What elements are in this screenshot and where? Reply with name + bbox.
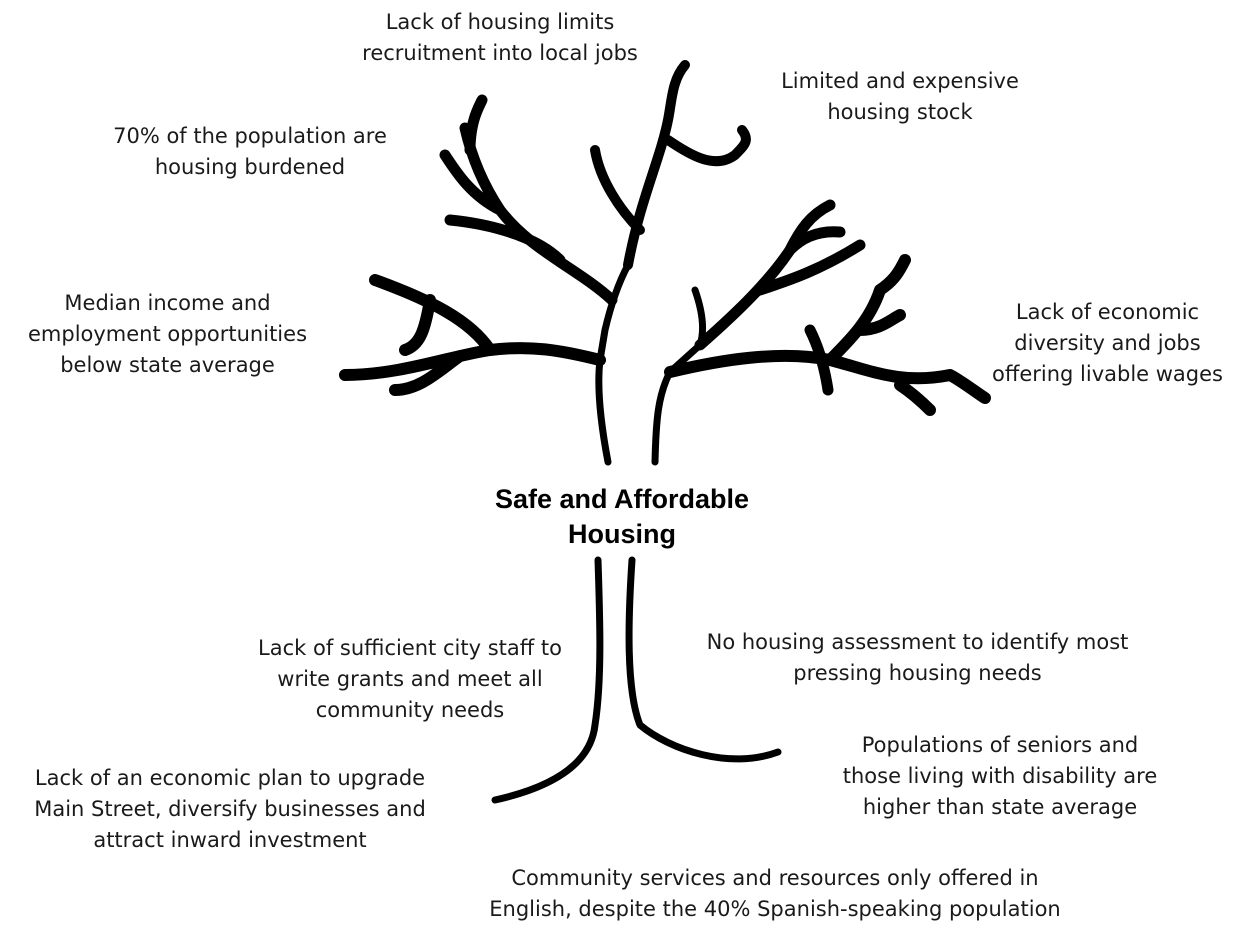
- label-limited-stock: Limited and expensive housing stock: [781, 69, 1019, 124]
- branch-upper-left: [439, 94, 618, 306]
- label-economic-diversity: Lack of economic diversity and jobs offe…: [992, 300, 1223, 386]
- center-title: Safe and Affordable Housing: [494, 484, 750, 549]
- label-seniors: Populations of seniors and those living …: [842, 733, 1158, 819]
- label-economic-plan: Lack of an economic plan to upgrade Main…: [34, 766, 426, 852]
- label-recruitment: Lack of housing limits recruitment into …: [362, 10, 638, 65]
- label-housing-burdened: 70% of the population are housing burden…: [113, 124, 387, 179]
- branch-left: [339, 274, 606, 396]
- branch-upper-right: [694, 199, 866, 396]
- label-median-income: Median income and employment opportuniti…: [27, 291, 308, 377]
- branch-right: [664, 254, 991, 416]
- branch-center: [590, 60, 751, 270]
- trunk-lower: [491, 556, 782, 804]
- label-community-services: Community services and resources only of…: [489, 866, 1061, 921]
- label-housing-assessment: No housing assessment to identify most p…: [706, 630, 1129, 685]
- label-city-staff: Lack of sufficient city staff to write g…: [258, 636, 562, 722]
